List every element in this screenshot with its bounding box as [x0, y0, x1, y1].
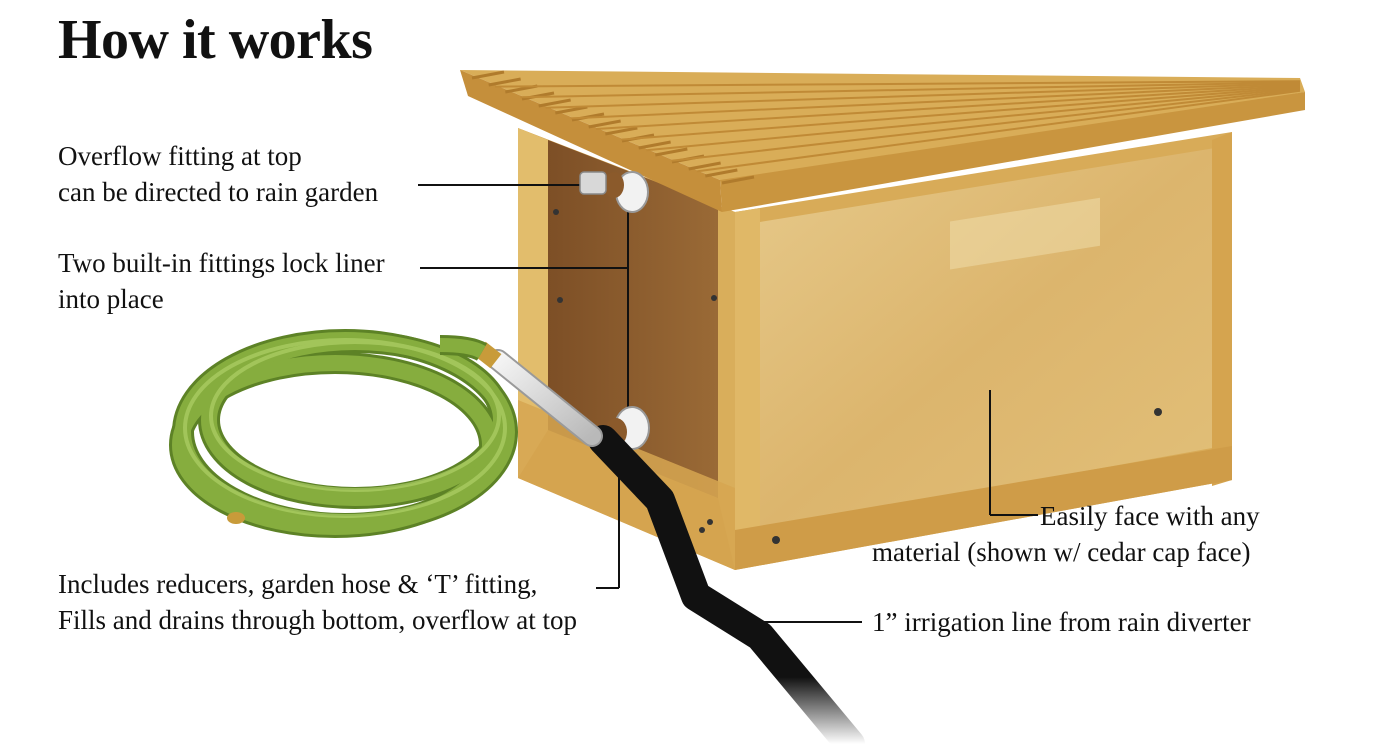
callout-includes-line-1: Includes reducers, garden hose & ‘T’ fit…: [58, 569, 538, 599]
lid-slat-end: [605, 126, 638, 136]
callout-overflow-line-2: can be directed to rain garden: [58, 177, 379, 207]
callout-overflow-line-1: Overflow fitting at top: [58, 141, 302, 171]
leader-lines: [418, 184, 1038, 623]
callout-face-line-2: material (shown w/ cedar cap face): [872, 537, 1251, 567]
callout-fittings-line-1: Two built-in fittings lock liner: [58, 248, 385, 278]
lid-slats: [471, 70, 1301, 185]
page-title: How it works: [58, 9, 373, 71]
box-front-panel: [699, 132, 1232, 570]
lid-slat-end: [555, 105, 588, 115]
irrigation-line: [588, 425, 865, 744]
lid-slat-end: [721, 175, 755, 185]
callout-face-line-1: Easily face with any: [1040, 501, 1260, 531]
lid-slat-groove: [520, 81, 1301, 99]
callout-irrigation-line-1: 1” irrigation line from rain diverter: [872, 607, 1251, 637]
lid-slat-groove: [646, 87, 1301, 152]
lid-slat-end: [488, 77, 521, 87]
lid-slat-groove: [621, 86, 1301, 141]
callout-fittings: Two built-in fittings lock liner into pl…: [58, 245, 385, 317]
lid-slat-groove: [495, 80, 1301, 88]
lid-slat-end: [688, 161, 721, 171]
lid-slat-groove: [595, 85, 1301, 130]
lid-slat-end: [538, 98, 571, 108]
lid-slat-groove: [545, 82, 1301, 109]
lid-slat-groove: [671, 88, 1301, 162]
callout-includes-line-2: Fills and drains through bottom, overflo…: [58, 605, 577, 635]
callout-overflow: Overflow fitting at top can be directed …: [58, 138, 378, 210]
callout-irrigation: 1” irrigation line from rain diverter: [872, 604, 1251, 640]
callout-face: Easily face with any material (shown w/ …: [872, 498, 1290, 570]
callout-fittings-line-2: into place: [58, 284, 164, 314]
lid-slat-groove: [696, 89, 1301, 173]
lid-slat-groove: [570, 83, 1301, 120]
box-side-panel: [518, 128, 735, 570]
callout-includes: Includes reducers, garden hose & ‘T’ fit…: [58, 566, 577, 638]
lid-slat-end: [588, 119, 621, 129]
lid-slat-end: [705, 168, 738, 178]
lid-slat-end: [471, 70, 505, 80]
lid-slat-end: [655, 147, 688, 157]
slatted-lid: [460, 70, 1305, 212]
top-overflow-fitting: [579, 171, 649, 213]
garden-hose-coil: [169, 329, 518, 538]
lid-slat-end: [638, 140, 671, 150]
